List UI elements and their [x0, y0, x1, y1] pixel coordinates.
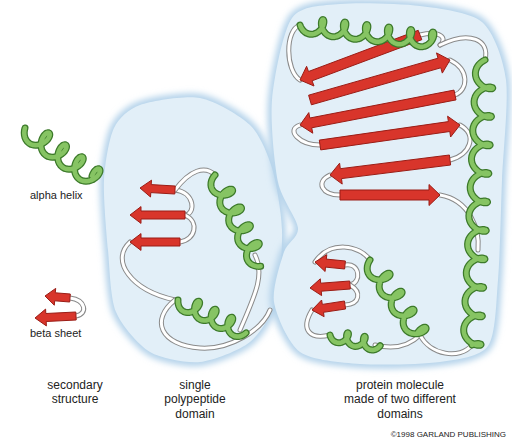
- loop-outline: [122, 242, 175, 300]
- beta-strand: [140, 180, 175, 197]
- beta-strand: [130, 234, 180, 251]
- beta-strand: [312, 300, 346, 317]
- loop: [450, 60, 465, 95]
- copyright-notice: ©1998 GARLAND PUBLISHING: [391, 430, 506, 440]
- domain-halo: [272, 3, 507, 364]
- loop: [289, 25, 300, 80]
- alpha-helix: [211, 175, 261, 266]
- loop: [440, 38, 486, 60]
- beta-strand: [319, 116, 460, 150]
- alpha-helix: [24, 128, 100, 181]
- structure-label: alpha helix: [30, 189, 120, 202]
- beta-strand: [130, 207, 185, 224]
- loop-outline: [440, 38, 486, 60]
- column-caption: protein molecule made of two different d…: [343, 378, 458, 421]
- alpha-helix: [178, 300, 246, 337]
- loop-outline: [289, 25, 300, 80]
- alpha-helix: [464, 60, 493, 345]
- alpha-helix: [300, 20, 434, 47]
- loop-outline: [161, 300, 270, 348]
- helix-outline: [464, 60, 493, 345]
- beta-strand: [45, 288, 70, 305]
- loop: [161, 300, 270, 348]
- domain-halo: [104, 97, 282, 362]
- structure-label: beta sheet: [30, 327, 120, 340]
- alpha-helix: [330, 333, 380, 350]
- beta-strand: [35, 309, 76, 326]
- beta-strand: [310, 279, 350, 296]
- beta-strand: [315, 255, 345, 272]
- column-caption: single polypeptide domain: [149, 378, 241, 421]
- loop: [122, 242, 175, 300]
- helix-outline: [211, 175, 261, 266]
- helix-outline: [24, 128, 100, 181]
- column-caption: secondary structure: [34, 378, 116, 407]
- helix-outline: [367, 260, 426, 334]
- helix-outline: [178, 300, 246, 337]
- helix-outline: [300, 20, 434, 47]
- helix-outline: [330, 333, 380, 350]
- loop-outline: [450, 60, 465, 95]
- beta-strand: [340, 185, 440, 206]
- beta-strand: [330, 155, 451, 184]
- alpha-helix: [367, 260, 426, 334]
- domain-outline: [272, 3, 507, 364]
- domain-outline: [104, 97, 282, 362]
